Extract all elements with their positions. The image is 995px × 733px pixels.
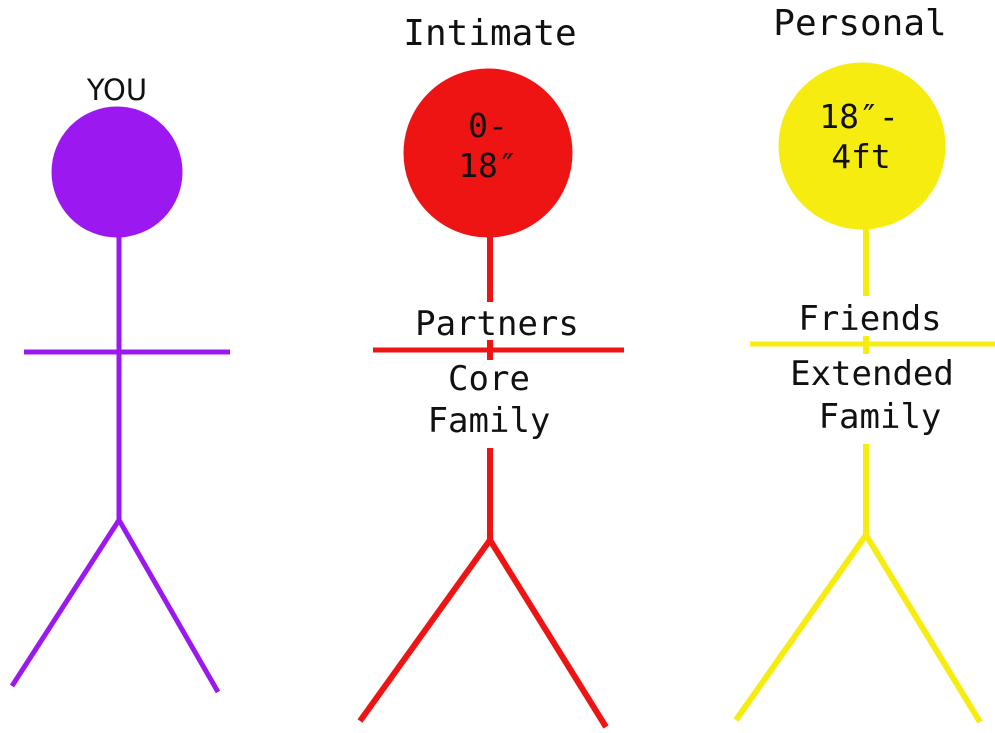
personal-right-leg	[863, 533, 983, 724]
intimate-title: Intimate	[403, 13, 576, 54]
personal-head	[778, 62, 946, 230]
intimate-distance-line1: 0-	[468, 106, 508, 145]
you-head	[51, 106, 183, 238]
you-figure: YOU	[9, 73, 230, 694]
intimate-lower-label-line1: Core	[448, 359, 530, 399]
intimate-distance-line2: 18″	[458, 146, 518, 185]
personal-lower-label-line1: Extended	[790, 354, 954, 394]
intimate-lower-label-line2: Family	[428, 401, 551, 441]
personal-lower-label-line2: Family	[819, 397, 942, 437]
you-left-leg	[9, 518, 122, 688]
intimate-upper-label: Partners	[415, 304, 579, 344]
personal-title: Personal	[773, 3, 946, 44]
intimate-right-leg	[487, 538, 609, 729]
personal-distance-line1: 18″-	[819, 97, 898, 136]
personal-left-leg	[733, 533, 869, 722]
intimate-left-leg	[357, 538, 493, 723]
you-label: YOU	[86, 73, 147, 107]
intimate-figure: Intimate 0- 18″ Partners Core Family	[357, 13, 624, 729]
personal-figure: Personal 18″- 4ft Friends Extended Famil…	[733, 3, 995, 724]
personal-distance-line2: 4ft	[831, 137, 891, 176]
personal-upper-label: Friends	[798, 299, 941, 339]
you-right-leg	[116, 518, 221, 694]
